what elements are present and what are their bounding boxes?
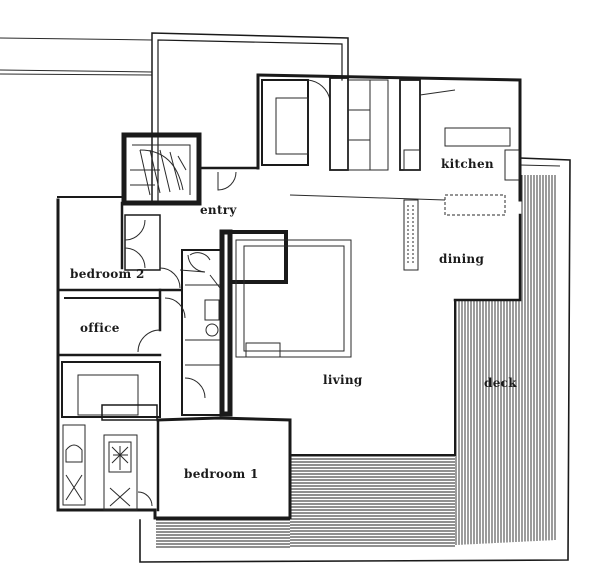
stair: [121, 132, 202, 206]
exterior-walls: [56, 73, 522, 520]
label-deck: deck: [484, 376, 517, 390]
door-swings: [159, 171, 237, 289]
room-labels: entry kitchen dining bedroom 2 office li…: [70, 157, 517, 481]
site-lines: [0, 37, 153, 76]
deck-hatching: [156, 175, 556, 548]
dining-table: [403, 199, 419, 271]
label-bedroom-2: bedroom 2: [70, 267, 145, 281]
label-kitchen: kitchen: [441, 157, 494, 171]
label-living: living: [323, 373, 363, 387]
label-office: office: [80, 321, 120, 335]
site-boundary: [139, 157, 571, 563]
entry-court-outline: [151, 32, 349, 201]
label-bedroom-1: bedroom 1: [184, 467, 259, 481]
interior-walls: [56, 201, 292, 512]
label-entry: entry: [200, 203, 237, 217]
kitchen-fixtures: [261, 77, 520, 216]
fireplace-block: [219, 229, 352, 417]
label-dining: dining: [439, 252, 484, 266]
